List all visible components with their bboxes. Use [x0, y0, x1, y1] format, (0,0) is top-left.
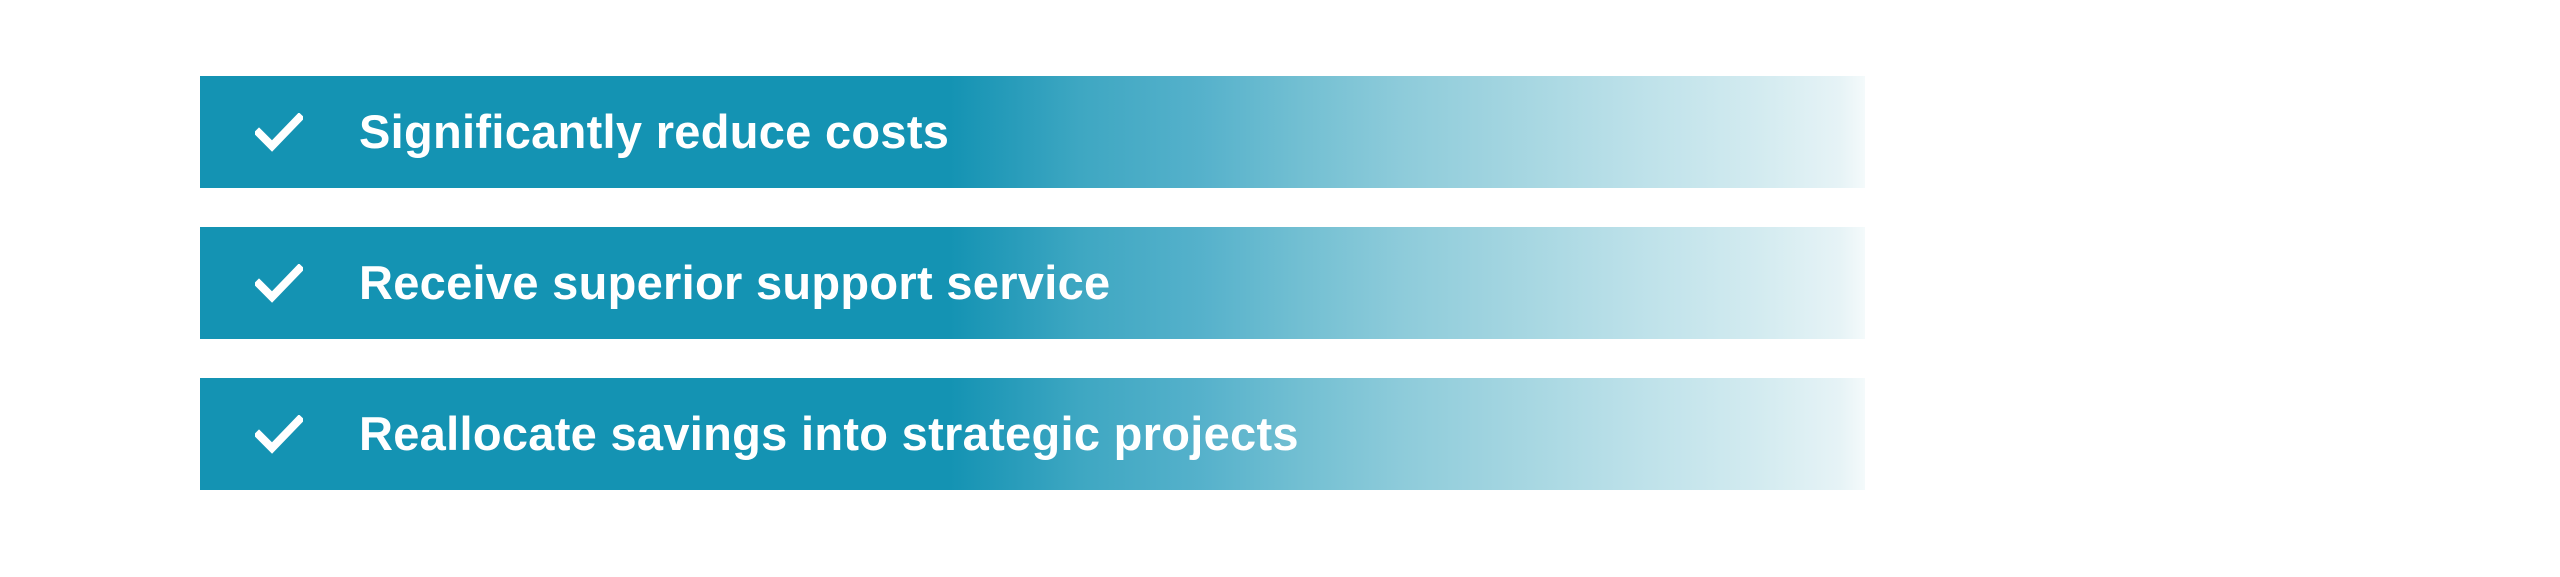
- benefit-label: Reallocate savings into strategic projec…: [359, 407, 1299, 460]
- check-icon: [255, 113, 303, 153]
- benefit-item-reduce-costs: Significantly reduce costs: [200, 76, 1865, 188]
- benefit-item-support-service: Receive superior support service: [200, 227, 1865, 339]
- benefit-item-reallocate-savings: Reallocate savings into strategic projec…: [200, 378, 1865, 490]
- benefit-list: Significantly reduce costs Receive super…: [200, 76, 1865, 529]
- benefit-label: Receive superior support service: [359, 256, 1111, 309]
- benefit-label: Significantly reduce costs: [359, 105, 950, 158]
- check-icon: [255, 264, 303, 304]
- check-icon: [255, 415, 303, 455]
